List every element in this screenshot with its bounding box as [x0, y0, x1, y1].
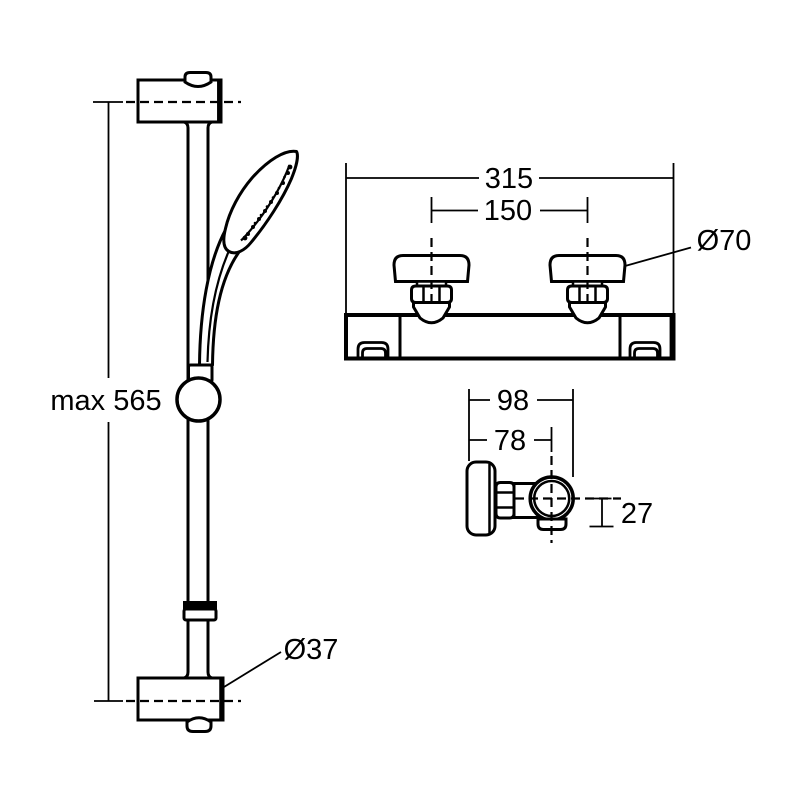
callout-rail-diameter: Ø37 — [223, 634, 339, 688]
mixer-front-view: 315 150 Ø70 — [344, 163, 752, 361]
nozzle-dot — [265, 205, 269, 208]
outlet-detail-right — [628, 341, 662, 358]
dim-label-rail-diameter: Ø37 — [284, 634, 339, 666]
nozzle-dot — [281, 181, 285, 185]
nozzle-dot — [287, 164, 293, 170]
nozzle-dot — [275, 191, 279, 195]
mixer-body — [344, 313, 676, 361]
dim-label-inlet-centers: 150 — [484, 195, 532, 227]
dim-label-overall-width: 315 — [485, 163, 533, 195]
mixer-side-view: 98 78 27 — [465, 385, 653, 543]
spray-face-inner-line — [240, 164, 291, 242]
dim-overall-width: 315 — [346, 163, 674, 195]
callout-flange-diameter: Ø70 — [624, 225, 752, 267]
dim-depth-to-center: 78 — [469, 425, 553, 457]
nozzle-dot — [277, 186, 281, 190]
top-bracket-knob — [183, 71, 213, 88]
rail-flare-bottom — [183, 671, 213, 680]
nozzle-dot — [246, 232, 250, 236]
rail-flare-top — [183, 120, 213, 129]
nut-facet-lines — [578, 287, 597, 302]
top-wall-bracket — [136, 78, 223, 124]
nozzle-dot — [271, 196, 275, 199]
dim-max-height: max 565 — [50, 101, 162, 702]
dim-drop-below-center: 27 — [589, 497, 653, 530]
handle-lever-tab — [536, 517, 568, 531]
spray-nozzle-dots — [242, 164, 293, 241]
nut-facet-lines — [497, 491, 513, 509]
nozzle-dot — [263, 209, 267, 213]
rail-clamp-collar — [182, 607, 218, 622]
slider-ball — [175, 376, 222, 423]
rail-clamp-ring — [183, 601, 217, 609]
nozzle-dot — [269, 200, 273, 204]
hand-shower-hose-line — [206, 240, 235, 363]
bottom-bracket-knob — [185, 716, 213, 733]
dim-label-drop-below-center: 27 — [621, 498, 653, 530]
dim-label-overall-depth: 98 — [497, 385, 529, 417]
leader-line — [624, 246, 692, 267]
dim-overall-depth: 98 — [468, 385, 574, 477]
nozzle-dot — [242, 235, 248, 241]
union-nut-side — [494, 481, 516, 520]
dim-inlet-centers: 150 — [430, 195, 589, 227]
dim-label-depth-to-center: 78 — [494, 425, 526, 457]
nut-facet-lines — [422, 287, 441, 302]
hand-shower-head — [222, 149, 299, 255]
inlet-cone-left — [412, 301, 451, 325]
dim-label-max-height: max 565 — [50, 385, 161, 417]
leader-line — [223, 651, 282, 688]
outlet-detail-left — [356, 341, 390, 358]
nozzle-dot — [286, 171, 290, 175]
nozzle-dot — [257, 217, 261, 221]
nozzle-dot — [251, 225, 255, 229]
inlet-cone-right — [568, 301, 607, 325]
nozzle-dot — [259, 213, 263, 217]
nozzle-dot — [283, 175, 286, 179]
flange-side — [465, 460, 497, 537]
bottom-wall-bracket — [136, 676, 225, 722]
dim-label-flange-diameter: Ø70 — [697, 225, 752, 257]
nozzle-dot — [253, 221, 257, 225]
shower-rail-view: max 565 Ø37 — [50, 71, 339, 733]
